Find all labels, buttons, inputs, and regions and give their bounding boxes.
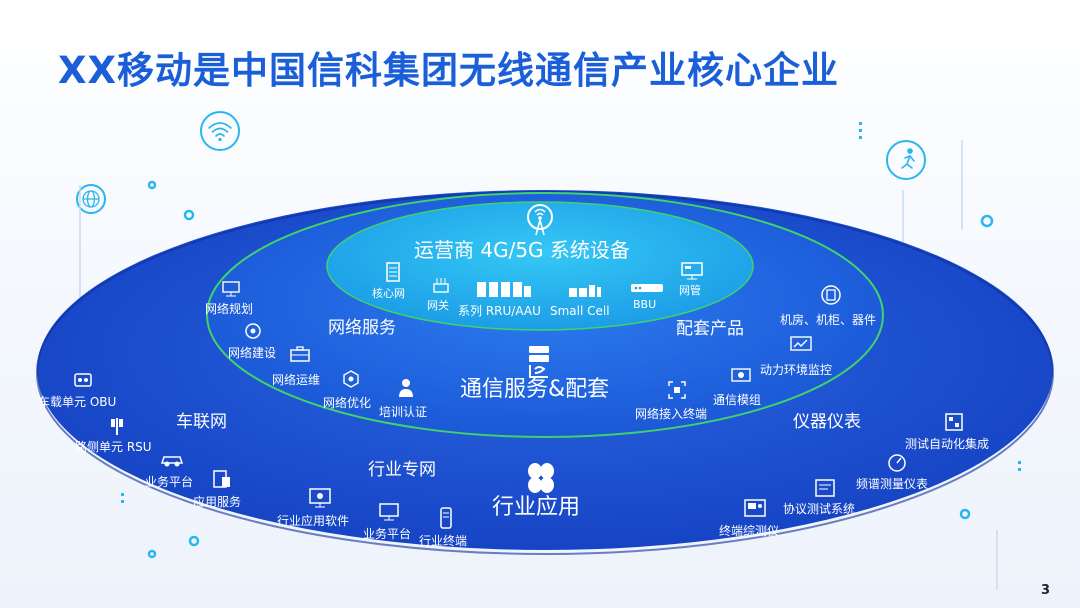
- industry-app-icon: [528, 463, 554, 493]
- vehicle-label: 车联网: [176, 412, 227, 432]
- gateway-icon: [433, 278, 449, 293]
- inner-ellipse: [326, 201, 754, 331]
- private-network-item-platform: 业务平台: [363, 527, 412, 541]
- inner-item-network-management: 网管: [679, 284, 701, 297]
- network-service-item-training: 培训认证: [379, 405, 428, 419]
- globe-bubble-icon: [76, 184, 106, 214]
- test-automation-icon: [945, 413, 963, 431]
- rru-aau-icon: [477, 282, 531, 297]
- supporting-item-access-terminal: 网络接入终端: [635, 407, 708, 421]
- module-icon: [731, 368, 751, 382]
- supporting-label: 配套产品: [676, 319, 744, 339]
- supporting-item-module: 通信模组: [713, 393, 762, 407]
- wifi-bubble-icon: [200, 111, 240, 151]
- instruments-label: 仪器仪表: [793, 412, 861, 432]
- vehicle-item-platform: 业务平台: [145, 475, 194, 489]
- small-cell-icon: [569, 285, 601, 297]
- protocol-test-icon: [815, 479, 835, 497]
- inner-item-core-network: 核心网: [372, 287, 405, 300]
- network-optimization-icon: [343, 370, 359, 388]
- core-network-icon: [386, 262, 400, 282]
- inner-title: 运营商 4G/5G 系统设备: [414, 238, 630, 262]
- car-icon: [160, 456, 184, 467]
- spectrum-meter-icon: [888, 454, 906, 472]
- page-number: 3: [1040, 583, 1050, 598]
- inner-item-rru-aau: 系列 RRU/AAU: [458, 304, 541, 318]
- runner-bubble-icon: [886, 140, 926, 180]
- private-network-item-terminal: 行业终端: [419, 534, 468, 548]
- vehicle-item-app-service: 应用服务: [193, 495, 242, 509]
- network-service-item-operation: 网络运维: [272, 373, 321, 387]
- network-construction-icon: [245, 323, 261, 339]
- network-service-label: 网络服务: [328, 318, 396, 338]
- network-planning-icon: [222, 281, 240, 297]
- environment-monitor-icon: [790, 336, 812, 351]
- inner-item-bbu: BBU: [633, 298, 657, 311]
- inner-item-small-cell: Small Cell: [550, 304, 610, 318]
- bbu-icon: [631, 284, 663, 292]
- trainer-icon: [399, 379, 413, 397]
- vehicle-item-rsu: 路侧单元 RSU: [75, 440, 152, 454]
- private-network-label: 行业专网: [368, 460, 436, 480]
- instruments-item-spectrum-meter: 频谱测量仪表: [856, 477, 929, 491]
- supporting-item-environment-monitor: 动力环境监控: [760, 363, 833, 377]
- cabinet-icon: [821, 285, 841, 305]
- rsu-icon: [111, 418, 123, 435]
- instruments-item-test-automation: 测试自动化集成: [905, 437, 990, 451]
- vehicle-item-obu: 车载单元 OBU: [38, 395, 117, 409]
- private-network-item-software: 行业应用软件: [277, 514, 350, 528]
- slide-title: XX移动是中国信科集团无线通信产业核心企业: [58, 49, 840, 92]
- access-terminal-icon: [668, 381, 686, 399]
- obu-icon: [74, 373, 92, 387]
- network-service-item-construction: 网络建设: [228, 346, 277, 360]
- terminal-tester-icon: [744, 499, 766, 517]
- outer-title: 行业应用: [492, 495, 581, 520]
- network-service-item-optimization: 网络优化: [323, 396, 372, 410]
- toolbox-icon: [290, 346, 310, 362]
- industry-terminal-icon: [440, 507, 452, 529]
- industry-software-icon: [309, 488, 331, 508]
- instruments-item-protocol-test: 协议测试系统: [783, 502, 856, 516]
- app-service-icon: [213, 470, 230, 488]
- services-icon: [529, 346, 549, 378]
- antenna-icon: [527, 204, 553, 236]
- instruments-item-terminal-tester: 终端综测仪: [719, 524, 780, 538]
- inner-item-gateway: 网关: [427, 299, 449, 312]
- network-management-icon: [681, 262, 703, 280]
- network-service-item-planning: 网络规划: [205, 302, 254, 316]
- supporting-item-cabinet: 机房、机柜、器件: [780, 313, 877, 327]
- industry-platform-icon: [379, 503, 399, 521]
- middle-title: 通信服务&配套: [460, 377, 610, 402]
